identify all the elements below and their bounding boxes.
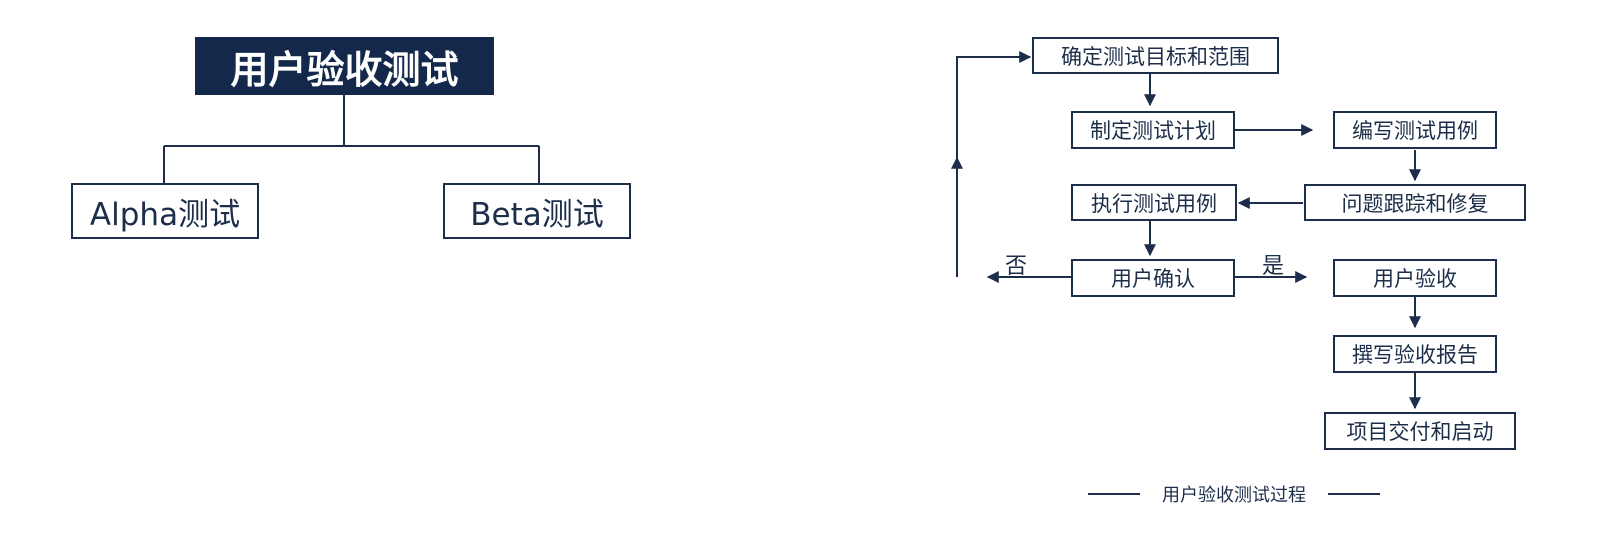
- step-goal-box: 确定测试目标和范围: [1032, 37, 1279, 74]
- tree-title-box: 用户验收测试: [195, 37, 494, 95]
- beta-test-box: Beta测试: [443, 183, 631, 239]
- step-user-confirm-box: 用户确认: [1071, 259, 1235, 297]
- alpha-test-label: Alpha测试: [89, 196, 241, 233]
- step-user-confirm-label: 用户确认: [1111, 267, 1195, 291]
- step-user-accept-box: 用户验收: [1333, 259, 1497, 297]
- loop-line-top: [956, 51, 1032, 158]
- step-track-fix-box: 问题跟踪和修复: [1304, 184, 1526, 221]
- step-plan-label: 制定测试计划: [1090, 119, 1216, 143]
- beta-test-label: Beta测试: [470, 196, 604, 233]
- step-execute-box: 执行测试用例: [1071, 184, 1237, 221]
- step-report-label: 撰写验收报告: [1352, 343, 1478, 367]
- step-goal-label: 确定测试目标和范围: [1061, 44, 1250, 69]
- step-user-accept-label: 用户验收: [1373, 267, 1457, 291]
- flow-caption: 用户验收测试过程: [1162, 485, 1306, 506]
- step-execute-label: 执行测试用例: [1091, 191, 1217, 216]
- no-label: 否: [1005, 254, 1028, 279]
- step-write-cases-box: 编写测试用例: [1333, 111, 1497, 149]
- tree-title-text: 用户验收测试: [230, 47, 459, 92]
- step-deliver-label: 项目交付和启动: [1346, 420, 1494, 444]
- step-deliver-box: 项目交付和启动: [1324, 412, 1516, 450]
- yes-label: 是: [1262, 254, 1285, 279]
- step-report-box: 撰写验收报告: [1333, 335, 1497, 373]
- step-write-cases-label: 编写测试用例: [1352, 119, 1478, 143]
- alpha-test-box: Alpha测试: [71, 183, 259, 239]
- step-plan-box: 制定测试计划: [1071, 111, 1235, 149]
- step-track-fix-label: 问题跟踪和修复: [1341, 191, 1489, 216]
